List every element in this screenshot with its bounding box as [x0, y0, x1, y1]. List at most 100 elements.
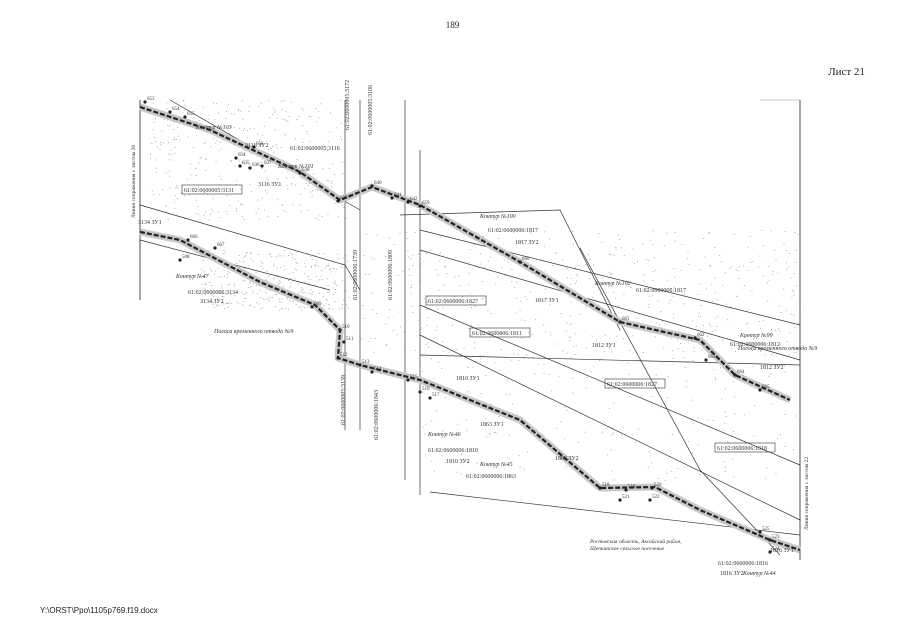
vegetation-speckle: [268, 100, 270, 102]
vegetation-speckle: [160, 144, 162, 146]
vegetation-speckle: [281, 109, 283, 110]
vegetation-speckle: [277, 254, 279, 256]
vegetation-speckle: [275, 256, 277, 258]
vegetation-speckle: [423, 261, 425, 263]
vegetation-speckle: [242, 257, 244, 259]
survey-point-marker: [650, 486, 654, 490]
vegetation-speckle: [673, 268, 675, 269]
vegetation-speckle: [284, 250, 286, 251]
vegetation-speckle: [307, 133, 309, 135]
vegetation-speckle: [258, 208, 259, 210]
vegetation-speckle: [204, 288, 206, 290]
vegetation-speckle: [186, 178, 188, 180]
vegetation-speckle: [308, 278, 310, 280]
vegetation-speckle: [228, 103, 229, 105]
vegetation-speckle: [573, 243, 575, 245]
vegetation-speckle: [636, 317, 638, 319]
vegetation-speckle: [442, 307, 444, 309]
vegetation-speckle: [303, 110, 305, 111]
survey-point-marker: [342, 340, 346, 344]
survey-point-marker: [733, 373, 737, 377]
vegetation-speckle: [245, 298, 247, 299]
vegetation-speckle: [153, 194, 155, 196]
vegetation-speckle: [623, 294, 625, 296]
vegetation-speckle: [262, 158, 264, 160]
vegetation-speckle: [707, 419, 709, 421]
vegetation-speckle: [326, 300, 328, 301]
vegetation-speckle: [204, 277, 205, 278]
vegetation-speckle: [235, 210, 237, 212]
vegetation-speckle: [766, 467, 768, 469]
vegetation-speckle: [471, 335, 473, 337]
vegetation-speckle: [763, 275, 764, 277]
vegetation-speckle: [262, 298, 264, 300]
vegetation-speckle: [221, 292, 223, 293]
parcel-label-1843: 61:02:0600006:1843: [374, 390, 380, 440]
vegetation-speckle: [785, 310, 787, 312]
vegetation-speckle: [692, 423, 694, 425]
vegetation-speckle: [436, 326, 438, 328]
vegetation-speckle: [241, 216, 243, 217]
vegetation-speckle: [217, 298, 219, 300]
vegetation-speckle: [643, 352, 645, 353]
vegetation-speckle: [738, 277, 740, 279]
vegetation-speckle: [196, 175, 197, 177]
vegetation-speckle: [495, 432, 497, 433]
vegetation-speckle: [652, 244, 654, 245]
vegetation-speckle: [578, 265, 580, 266]
vegetation-speckle: [153, 137, 155, 138]
vegetation-speckle: [304, 188, 306, 190]
vegetation-speckle: [257, 199, 259, 201]
vegetation-speckle: [345, 100, 347, 102]
vegetation-speckle: [460, 454, 462, 455]
vegetation-speckle: [304, 273, 305, 275]
survey-point-number: 516: [422, 387, 430, 392]
vegetation-speckle: [308, 184, 309, 186]
vegetation-speckle: [534, 373, 536, 375]
vegetation-speckle: [326, 278, 328, 280]
vegetation-speckle: [724, 272, 726, 274]
vegetation-speckle: [722, 339, 724, 341]
vegetation-speckle: [190, 187, 192, 189]
vegetation-speckle: [556, 343, 558, 345]
vegetation-speckle: [385, 256, 387, 257]
vegetation-speckle: [771, 230, 772, 232]
vegetation-speckle: [301, 289, 303, 291]
vegetation-speckle: [175, 187, 177, 189]
sheet-label: Лист 21: [828, 66, 865, 78]
vegetation-speckle: [329, 131, 331, 133]
vegetation-speckle: [421, 327, 423, 329]
vegetation-speckle: [321, 279, 323, 280]
vegetation-speckle: [257, 133, 259, 135]
vegetation-speckle: [245, 254, 247, 256]
vegetation-speckle: [227, 284, 229, 286]
survey-point-number: 637: [264, 161, 272, 166]
vegetation-speckle: [648, 307, 650, 308]
vegetation-speckle: [483, 355, 485, 357]
vegetation-speckle: [224, 308, 225, 310]
vegetation-speckle: [316, 121, 317, 123]
vegetation-speckle: [301, 108, 303, 109]
boundary-line-e: [419, 304, 801, 466]
vegetation-speckle: [565, 466, 567, 467]
vegetation-speckle: [528, 332, 530, 333]
vegetation-speckle: [780, 312, 782, 313]
vegetation-speckle: [608, 347, 610, 349]
vegetation-speckle: [481, 298, 483, 300]
vegetation-speckle: [727, 319, 729, 321]
vegetation-speckle: [223, 296, 225, 297]
vegetation-speckle: [186, 190, 188, 192]
vegetation-speckle: [798, 323, 799, 324]
vegetation-speckle: [672, 317, 674, 319]
vegetation-speckle: [426, 308, 428, 310]
vegetation-speckle: [150, 154, 151, 155]
vegetation-speckle: [591, 335, 593, 337]
vegetation-speckle: [260, 265, 262, 267]
vegetation-speckle: [791, 290, 793, 291]
vegetation-speckle: [272, 146, 273, 147]
vegetation-speckle: [366, 233, 368, 235]
survey-point-marker: [758, 388, 762, 392]
vegetation-speckle: [575, 345, 577, 346]
vegetation-speckle: [699, 474, 701, 475]
vegetation-speckle: [295, 268, 297, 270]
